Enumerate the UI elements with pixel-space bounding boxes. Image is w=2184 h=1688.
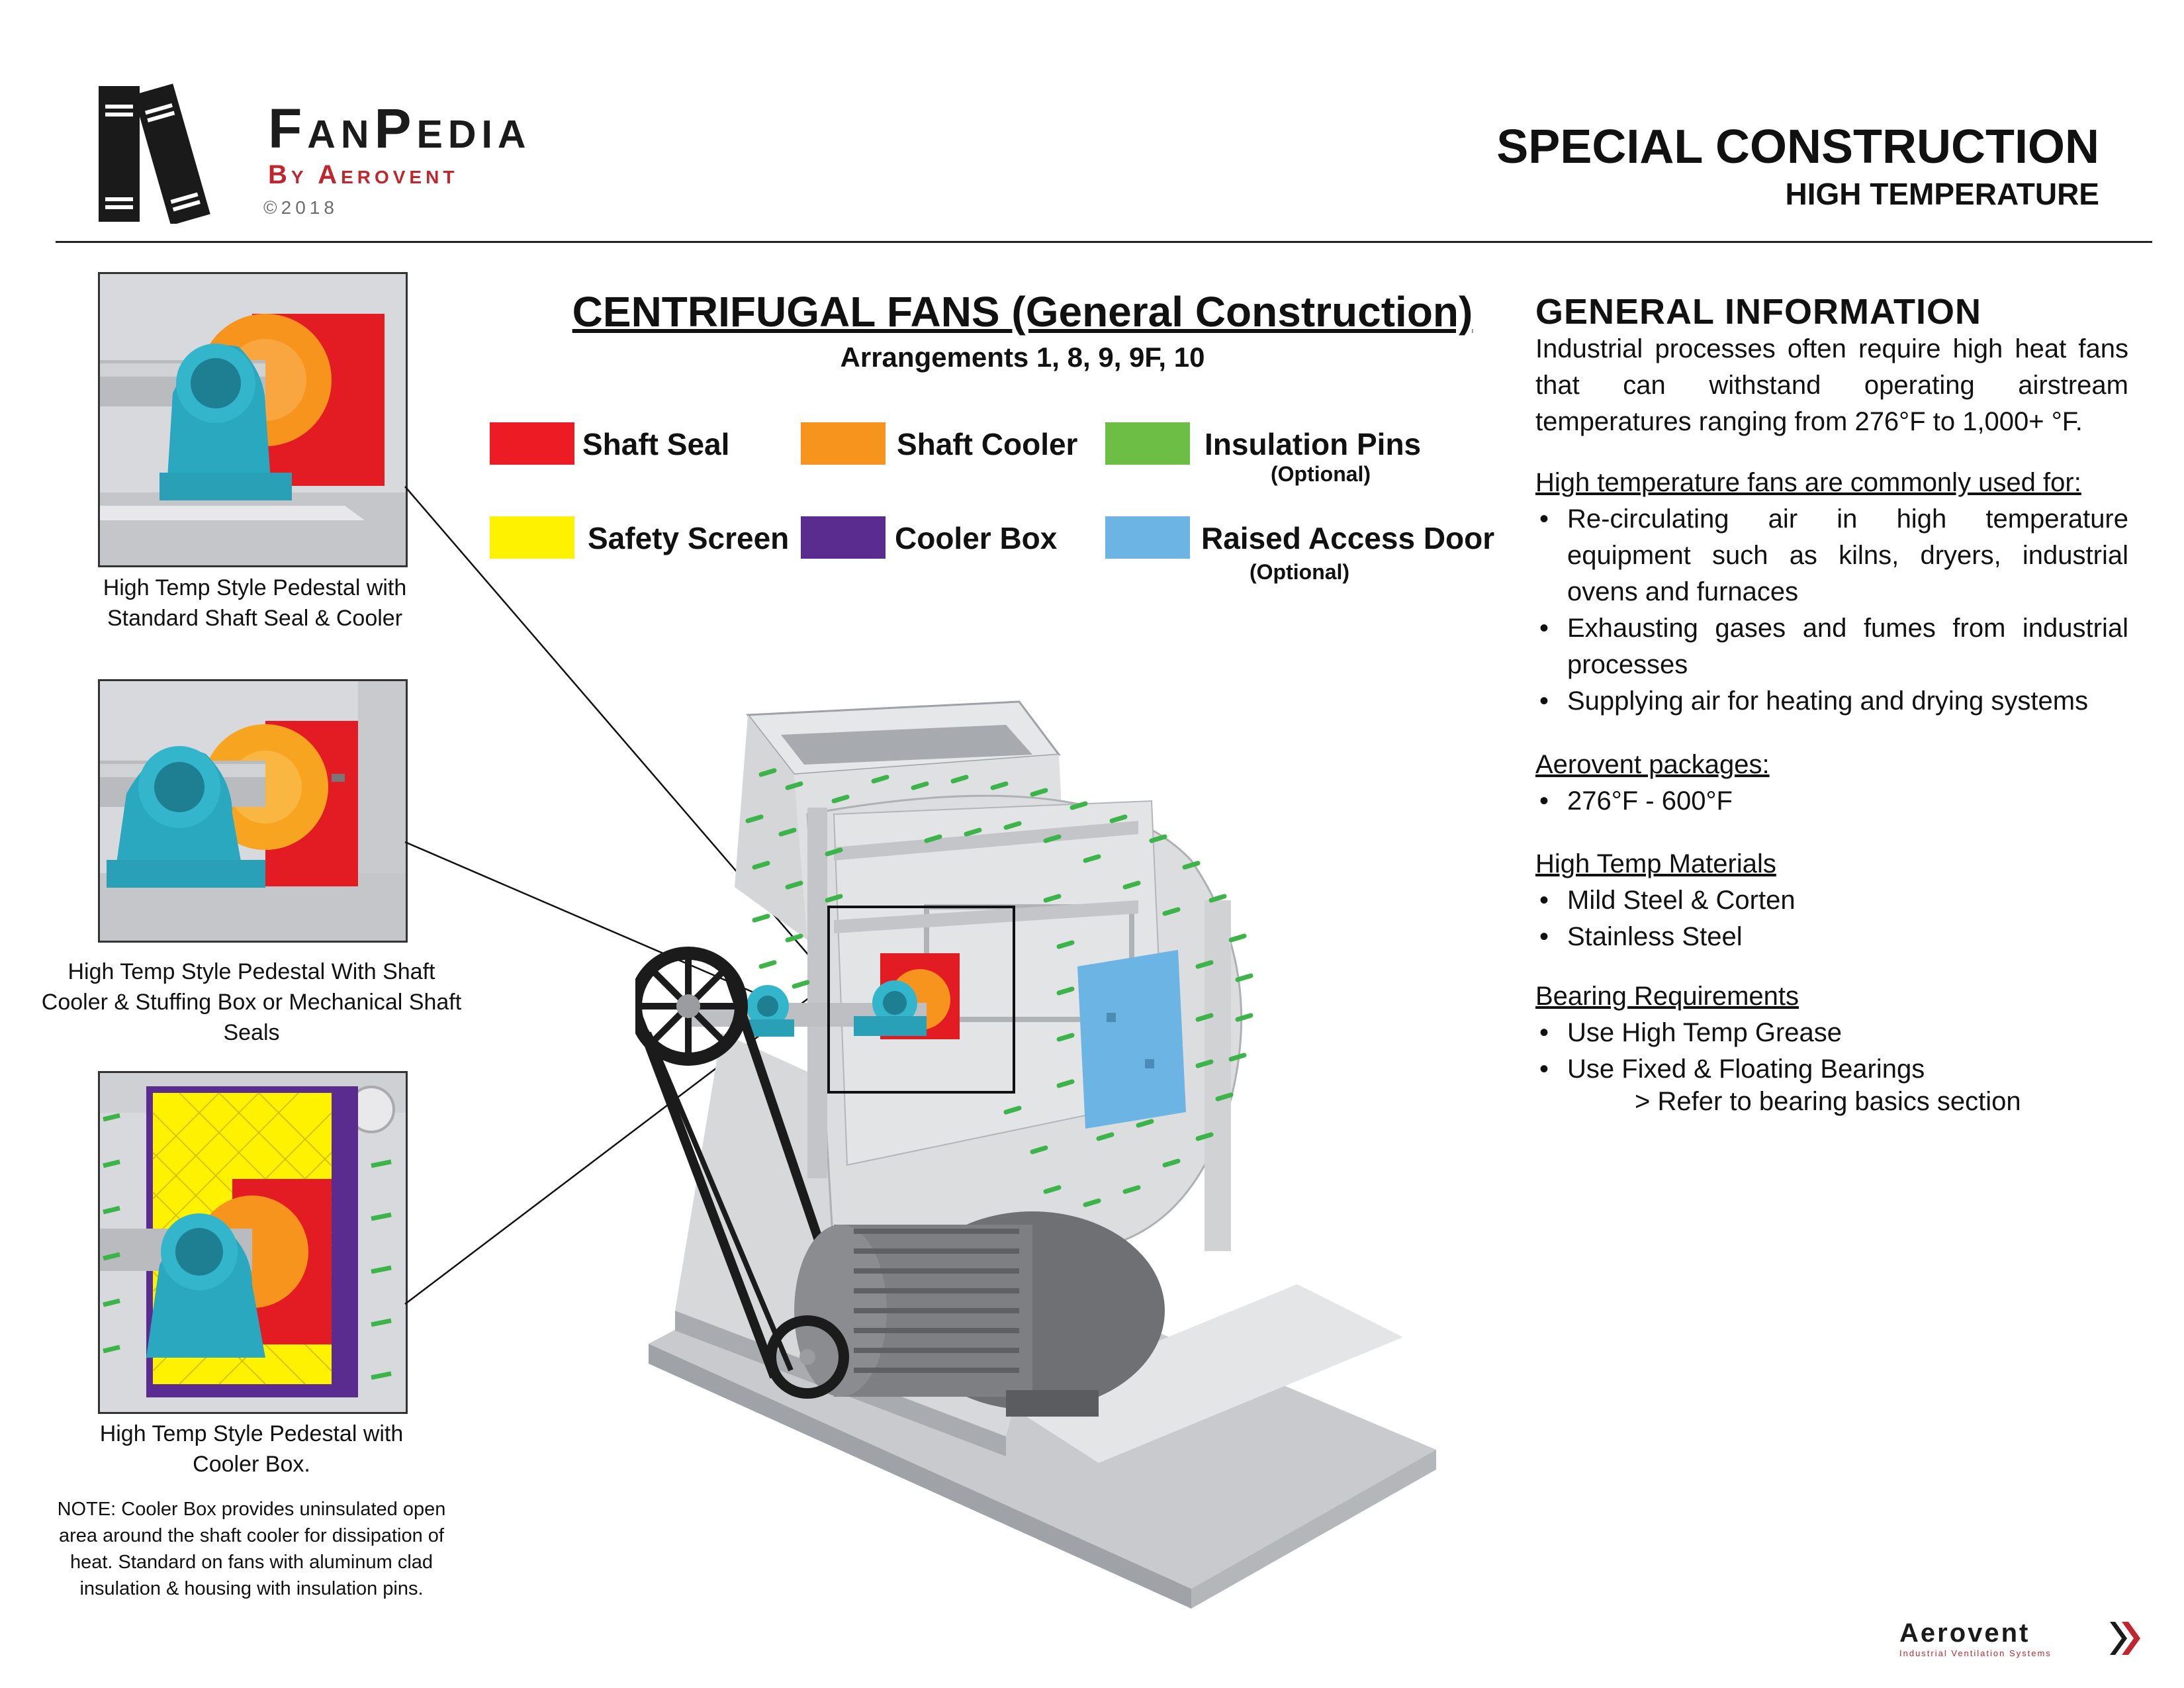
page-title: SPECIAL CONSTRUCTION [1496,120,2099,173]
legend-label: Safety Screen [588,521,790,555]
inset-image-cooler-box [98,1071,408,1414]
inset-caption: High Temp Style Pedestal With Shaft Cool… [41,959,462,1045]
inset-image-shaft-seal-cooler [98,272,408,567]
aerovent-logo-tagline: Industrial Ventilation Systems [1899,1648,2052,1658]
chevron-right-icon [2122,1622,2140,1655]
books-logo-icon [99,83,210,224]
copyright: ©2018 [263,197,338,218]
legend-label: Cooler Box [895,521,1058,555]
list-item: Mild Steel & Corten [1535,882,2128,919]
legend-optional-note: (Optional) [1271,462,1371,486]
legend-label: Shaft Cooler [897,427,1078,461]
legend-label: Shaft Seal [582,427,730,461]
list-item: Re-circulating air in high temperature e… [1535,501,2128,610]
fan-section-title: CENTRIFUGAL FANS (General Construction) [572,288,1473,336]
list-item: Use Fixed & Floating Bearings [1535,1051,2128,1088]
aerovent-logo-text: Aerovent [1899,1618,2030,1648]
packages-list: 276°F - 600°F [1535,783,2128,820]
list-item: 276°F - 600°F [1535,783,2128,820]
cooler-box-note: NOTE: Cooler Box provides uninsulated op… [57,1499,446,1600]
legend-swatch-cooler-box [801,516,886,559]
brand-subtitle: By Aerovent [268,160,459,189]
list-item: Use High Temp Grease [1535,1015,2128,1051]
general-info-intro: Industrial processes often require high … [1535,334,2128,436]
materials-list: Mild Steel & Corten Stainless Steel [1535,882,2128,955]
bearing-reference-link[interactable]: > Refer to bearing basics section [1635,1087,2021,1116]
legend-optional-note: (Optional) [1250,560,1350,584]
packages-heading: Aerovent packages: [1535,750,1770,779]
uses-list: Re-circulating air in high temperature e… [1535,501,2128,720]
list-item: Stainless Steel [1535,919,2128,955]
chevron-right-icon [2110,1622,2127,1655]
inset-image-stuffing-box [98,679,408,943]
legend-swatch-insulation-pins [1105,422,1190,465]
brand-name: FanPedia [268,97,531,160]
page-subtitle: HIGH TEMPERATURE [1785,177,2100,211]
header-divider [56,241,2152,243]
legend-swatch-raised-access-door [1105,516,1190,559]
legend-label: Raised Access Door [1201,521,1495,555]
centrifugal-fan-illustration [635,700,1436,1609]
legend-swatch-shaft-seal [490,422,574,465]
list-item: Supplying air for heating and drying sys… [1535,683,2128,720]
fan-section-subtitle: Arrangements 1, 8, 9, 9F, 10 [840,342,1205,373]
general-info-heading: GENERAL INFORMATION [1535,292,1981,332]
list-item: Exhausting gases and fumes from industri… [1535,610,2128,683]
inset-caption: High Temp Style Pedestal with Cooler Box… [99,1421,404,1477]
legend-swatch-safety-screen [490,516,574,559]
legend-swatch-shaft-cooler [801,422,886,465]
bearing-list: Use High Temp Grease Use Fixed & Floatin… [1535,1015,2128,1088]
inset-caption: High Temp Style Pedestal with Standard S… [103,575,407,631]
uses-heading: High temperature fans are commonly used … [1535,468,2081,497]
bearing-heading: Bearing Requirements [1535,982,1799,1011]
legend-label: Insulation Pins [1205,427,1422,461]
aerovent-logo: Aerovent Industrial Ventilation Systems [1899,1618,2140,1658]
materials-heading: High Temp Materials [1535,849,1776,878]
